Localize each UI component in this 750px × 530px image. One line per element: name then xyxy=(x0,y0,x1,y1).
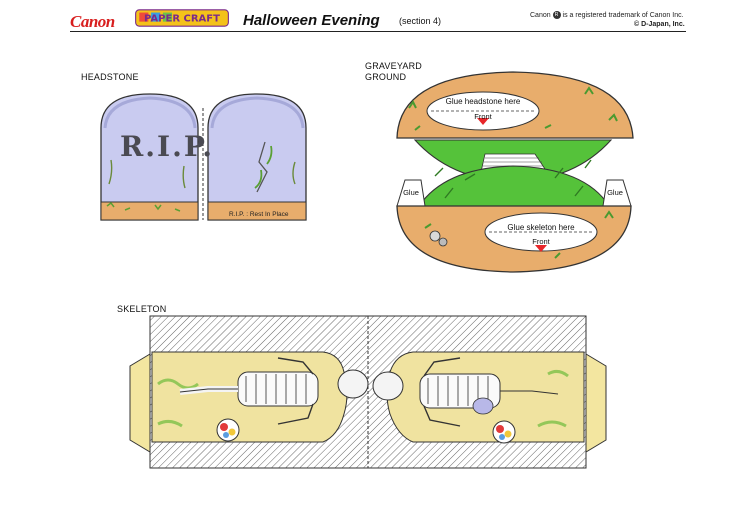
skeleton-label: SKELETON xyxy=(117,304,167,314)
glue-right-label: Glue xyxy=(607,188,623,197)
ground-cutout xyxy=(396,71,634,273)
front-label-top: Front xyxy=(474,112,492,121)
rip-engraving: R.I.P. xyxy=(120,130,215,163)
glue-skeleton-label: Glue skeleton here xyxy=(507,223,575,232)
front-arrow-bottom-icon xyxy=(535,245,547,252)
headstone-label: HEADSTONE xyxy=(81,72,139,82)
glue-left-label: Glue xyxy=(403,188,419,197)
registered-icon: R xyxy=(552,11,561,19)
logo-text: PAPER CRAFT xyxy=(144,14,220,25)
trademark-note: Canon R is a registered trademark of Can… xyxy=(530,11,684,19)
rip-caption: R.I.P. : Rest In Place xyxy=(229,211,289,218)
copyright: © D-Japan, Inc. xyxy=(634,21,685,28)
page-title: Halloween Evening xyxy=(243,12,380,29)
ground-label-line1: GRAVEYARD xyxy=(365,61,422,71)
header-divider xyxy=(70,31,686,32)
front-arrow-top-icon xyxy=(477,118,489,125)
ground-label-line2: GROUND xyxy=(365,72,407,82)
glue-headstone-label: Glue headstone here xyxy=(445,97,521,106)
trademark-brand: Canon xyxy=(530,11,551,19)
headstone-cutout xyxy=(100,93,307,221)
skeleton-cutout xyxy=(129,315,607,469)
front-label-bottom: Front xyxy=(532,237,550,246)
section-label: (section 4) xyxy=(399,16,442,26)
canon-logo: Canon xyxy=(70,12,115,31)
trademark-text: is a registered trademark of Canon Inc. xyxy=(562,11,684,19)
paper-craft-logo: PAPER CRAFT xyxy=(135,9,229,27)
